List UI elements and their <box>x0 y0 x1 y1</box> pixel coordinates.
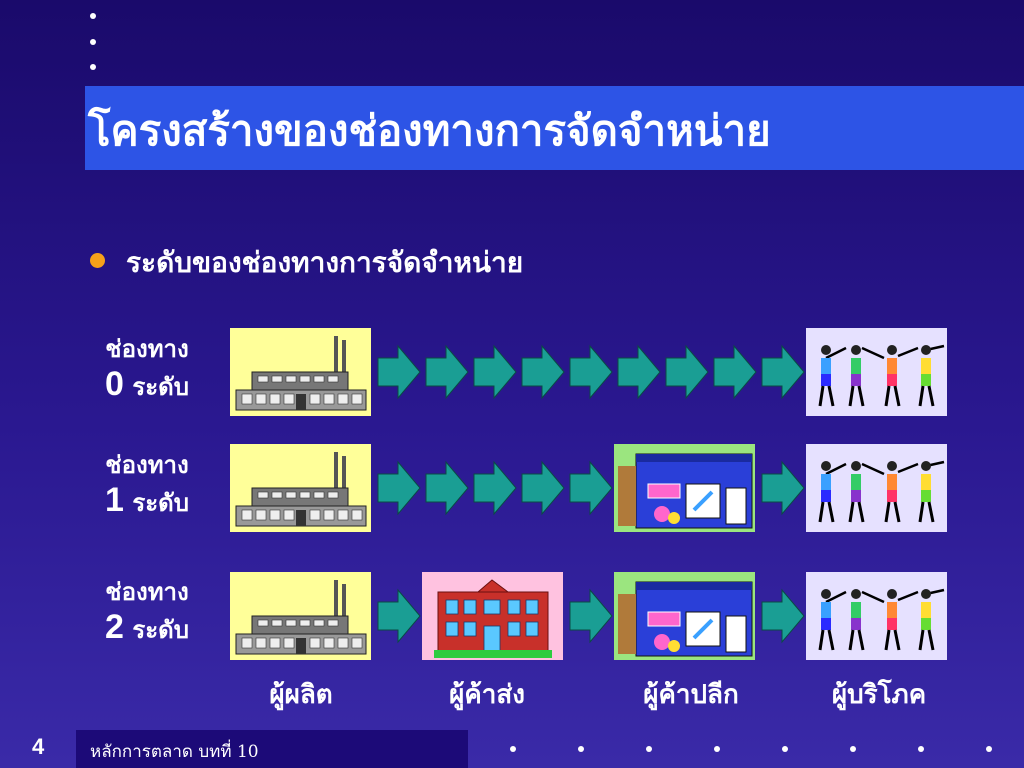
decor-dot <box>986 746 992 752</box>
footer-text: หลักการตลาด บทที่ 10 <box>90 742 259 762</box>
slide-title: โครงสร้างของช่องทางการจัดจำหน่าย <box>88 106 771 155</box>
factory-icon <box>230 572 371 660</box>
decor-dot <box>510 746 516 752</box>
column-label-consumer: ผู้บริโภค <box>831 680 927 710</box>
decor-dot <box>578 746 584 752</box>
consumers-people-icon <box>806 572 947 660</box>
arrow-right-icon <box>520 344 566 400</box>
row-level-word: ระดับ <box>132 488 189 517</box>
column-label-producer: ผู้ผลิต <box>269 680 333 710</box>
footer-box <box>76 730 468 768</box>
row-level-number: 0 <box>105 365 124 403</box>
arrow-right-icon <box>424 460 470 516</box>
decor-dot <box>714 746 720 752</box>
arrow-right-icon <box>712 344 758 400</box>
row-label-2: ช่องทาง 2 ระดับ <box>88 577 206 650</box>
arrow-right-icon <box>376 588 422 644</box>
arrow-right-icon <box>664 344 710 400</box>
row-label-0: ช่องทาง 0 ระดับ <box>88 334 206 407</box>
arrow-right-icon <box>760 588 806 644</box>
column-label-wholesaler: ผู้ค้าส่ง <box>449 680 525 710</box>
arrow-right-icon <box>424 344 470 400</box>
row-label-top: ช่องทาง <box>105 450 189 479</box>
decor-dot <box>646 746 652 752</box>
consumers-people-icon <box>806 328 947 416</box>
consumers-people-icon <box>806 444 947 532</box>
arrow-right-icon <box>376 344 422 400</box>
arrow-right-icon <box>568 460 614 516</box>
arrow-right-icon <box>472 344 518 400</box>
decor-dot <box>90 64 96 70</box>
arrow-right-icon <box>760 460 806 516</box>
factory-icon <box>230 444 371 532</box>
title-bar <box>85 86 1024 170</box>
retail-shop-icon <box>614 572 755 660</box>
arrow-right-icon <box>568 344 614 400</box>
retail-shop-icon <box>614 444 755 532</box>
column-label-retailer: ผู้ค้าปลีก <box>643 680 739 710</box>
row-level-number: 1 <box>105 481 124 519</box>
row-level-word: ระดับ <box>132 615 189 644</box>
arrow-right-icon <box>568 588 614 644</box>
bullet-icon <box>90 253 105 268</box>
wholesaler-building-icon <box>422 572 563 660</box>
decor-dot <box>90 13 96 19</box>
bullet-text: ระดับของช่องทางการจัดจำหน่าย <box>126 246 524 279</box>
row-label-top: ช่องทาง <box>105 334 189 363</box>
arrow-right-icon <box>760 344 806 400</box>
decor-dot <box>90 39 96 45</box>
page-number: 4 <box>32 734 45 759</box>
row-level-word: ระดับ <box>132 372 189 401</box>
arrow-right-icon <box>616 344 662 400</box>
arrow-right-icon <box>376 460 422 516</box>
row-label-top: ช่องทาง <box>105 577 189 606</box>
factory-icon <box>230 328 371 416</box>
decor-dot <box>782 746 788 752</box>
row-label-1: ช่องทาง 1 ระดับ <box>88 450 206 523</box>
decor-dot <box>850 746 856 752</box>
row-level-number: 2 <box>105 608 124 646</box>
decor-dot <box>918 746 924 752</box>
arrow-right-icon <box>520 460 566 516</box>
arrow-right-icon <box>472 460 518 516</box>
